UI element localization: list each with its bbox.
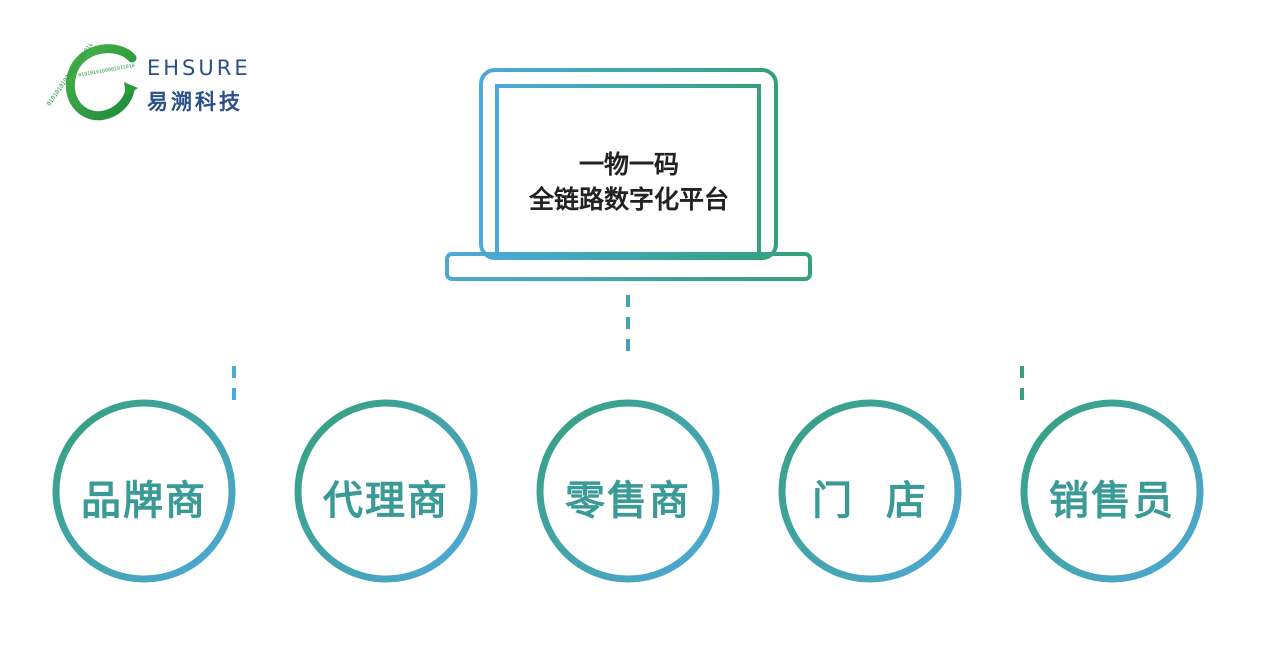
node-circle-brand [52,399,236,583]
logo-brand-cn: 易溯科技 [147,89,243,114]
node-circle-salesperson [1020,399,1204,583]
logo-brand-en: EHSURE [147,56,251,80]
platform-title-line2: 全链路数字化平台 [528,185,729,214]
platform-title-line1: 一物一码 [578,150,679,179]
connector-lines [232,295,1024,400]
node-circles [52,399,1204,583]
node-label-salesperson: 销售员 [1049,478,1175,524]
laptop-icon [445,68,812,281]
node-label-brand: 品牌商 [81,478,207,524]
node-circle-store [778,399,962,583]
node-label-retailer: 零售商 [565,478,691,524]
ehsure-logo-icon: 0101010100001011010100 01010101000010110… [46,44,138,121]
node-label-store: 门 店 [812,478,928,524]
node-circle-retailer [536,399,720,583]
node-circle-agent [294,399,478,583]
node-label-agent: 代理商 [323,478,449,524]
